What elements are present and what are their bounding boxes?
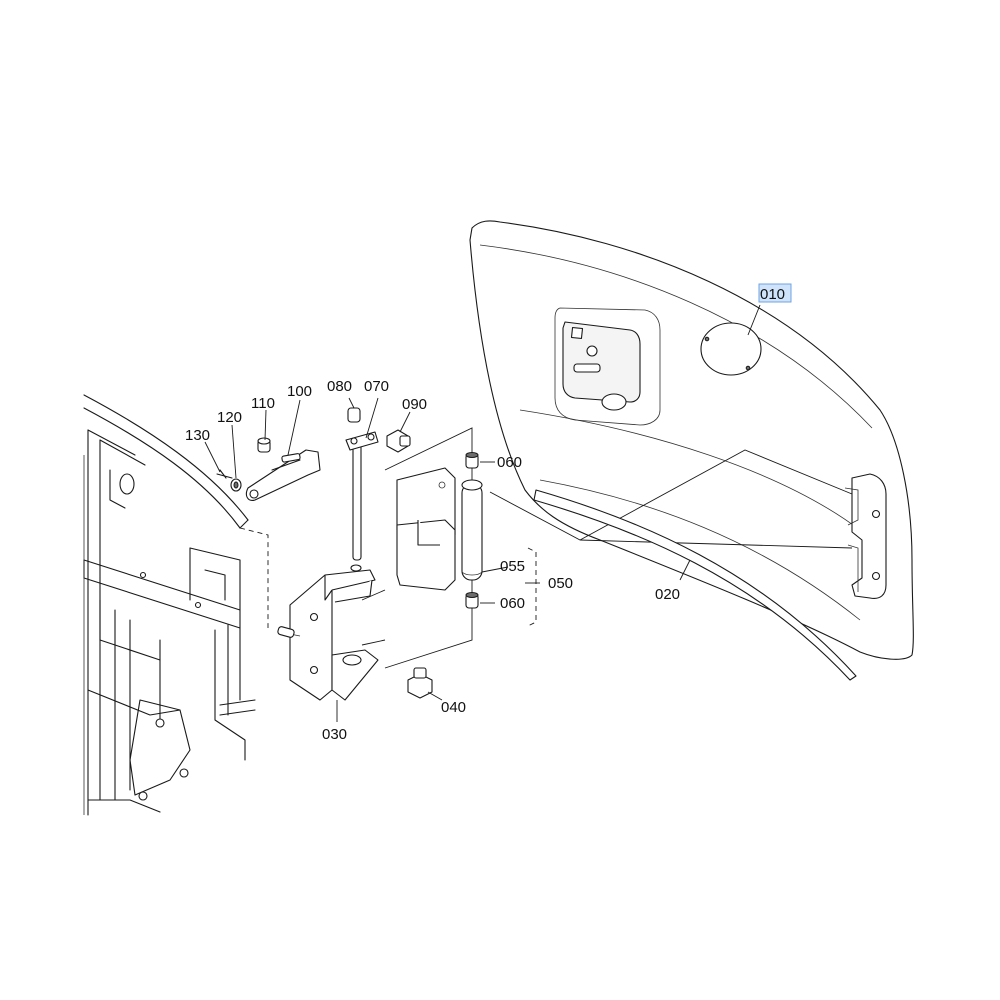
hinge-assembly [361, 427, 537, 669]
callout-060-bottom[interactable]: 060 [500, 595, 525, 612]
callout-090[interactable]: 090 [402, 396, 427, 413]
callout-110[interactable]: 110 [251, 395, 275, 412]
callout-130[interactable]: 130 [185, 427, 210, 444]
callout-010-highlight [758, 283, 792, 303]
seal-strip [533, 489, 857, 681]
callout-010[interactable]: 010 [760, 286, 785, 303]
hinge-bracket [239, 527, 379, 701]
bolt-040 [407, 667, 433, 699]
callout-080[interactable]: 080 [327, 378, 352, 395]
cotter-pin-130 [216, 469, 233, 479]
callout-050[interactable]: 050 [548, 575, 573, 592]
machine-frame [83, 394, 256, 816]
callout-020[interactable]: 020 [655, 586, 680, 603]
washer-120 [230, 478, 242, 492]
hood-panel [469, 220, 914, 660]
callout-060-top[interactable]: 060 [497, 454, 522, 471]
pin-110 [257, 437, 271, 453]
callout-070[interactable]: 070 [364, 378, 389, 395]
callout-100[interactable]: 100 [287, 383, 312, 400]
link-100 [245, 449, 321, 501]
leader-lines [204, 304, 761, 722]
hinge-pin-and-link [345, 407, 379, 561]
callout-030[interactable]: 030 [322, 726, 347, 743]
callout-labels: 010 020 030 040 050 055 060 060 070 080 … [185, 283, 792, 743]
callout-055[interactable]: 055 [500, 558, 525, 575]
bolt-090 [386, 429, 411, 453]
callout-040[interactable]: 040 [441, 699, 466, 716]
callout-120[interactable]: 120 [217, 409, 242, 426]
